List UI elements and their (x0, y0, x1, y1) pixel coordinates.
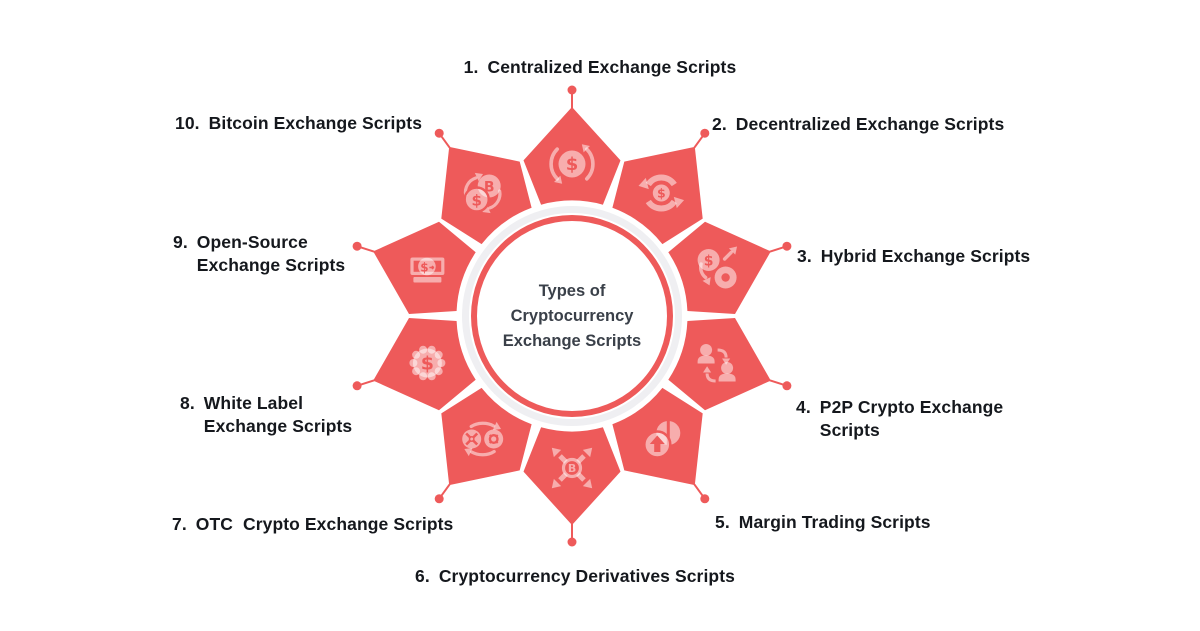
decentralized-swap-cycle-icon: $ (638, 174, 685, 212)
connector-dot (567, 85, 577, 95)
svg-text:$: $ (471, 192, 481, 210)
label-text: P2P Crypto Exchange Scripts (819, 397, 1004, 440)
label-text: Hybrid Exchange Scripts (820, 246, 1031, 266)
svg-text:$: $ (421, 353, 434, 375)
connector-dot (434, 128, 444, 138)
label-number: 6. (415, 566, 430, 586)
center-circle (471, 215, 673, 417)
label-10-bitcoin: 10. Bitcoin Exchange Scripts (175, 112, 422, 135)
label-number: 2. (712, 114, 727, 134)
label-text: OTC Crypto Exchange Scripts (195, 514, 454, 534)
label-text: Decentralized Exchange Scripts (735, 114, 1005, 134)
label-text: Open-Source Exchange Scripts (196, 232, 346, 275)
center-title-line: Types of (538, 282, 606, 300)
label-3-hybrid: 3. Hybrid Exchange Scripts (797, 245, 1030, 268)
otc-coins-cycle-icon (462, 421, 504, 457)
label-number: 4. (796, 397, 811, 417)
white-label-badge-dollar-icon: $ (409, 345, 446, 381)
bitcoin-dollar-coins-icon: B $ (463, 172, 502, 214)
connector-dot (700, 494, 710, 504)
connector-line (693, 483, 704, 497)
connector-line (360, 379, 375, 386)
label-7-otc: 7. OTC Crypto Exchange Scripts (172, 513, 453, 536)
label-number: 8. (180, 393, 195, 413)
svg-text:$: $ (704, 254, 714, 270)
label-text: Margin Trading Scripts (738, 512, 931, 532)
label-number: 3. (797, 246, 812, 266)
svg-text:$: $ (420, 261, 428, 275)
hybrid-coin-swap-icon: $ (697, 246, 738, 289)
label-number: 7. (172, 514, 187, 534)
label-5-margin: 5. Margin Trading Scripts (715, 511, 931, 534)
label-number: 5. (715, 512, 730, 532)
label-8-white-label: 8. White Label Exchange Scripts (180, 392, 352, 438)
petal-3 (668, 221, 771, 314)
label-text: Bitcoin Exchange Scripts (208, 113, 423, 133)
label-number: 10. (175, 113, 200, 133)
svg-text:$: $ (566, 154, 579, 175)
derivatives-spread-arrows-icon: B (551, 447, 593, 489)
connector-dot (567, 537, 577, 547)
label-text: Cryptocurrency Derivatives Scripts (438, 566, 735, 586)
connector-dot (434, 494, 444, 504)
label-text: Centralized Exchange Scripts (487, 57, 737, 77)
label-9-open-source: 9. Open-Source Exchange Scripts (173, 231, 345, 277)
svg-text:B: B (484, 180, 495, 196)
connector-line (693, 135, 704, 149)
margin-up-arrow-coin-icon (643, 420, 681, 459)
connector-line (440, 135, 451, 149)
label-number: 1. (463, 57, 479, 77)
connector-line (769, 379, 784, 386)
svg-text:$: $ (657, 186, 666, 201)
centralized-dollar-cycle-icon: $ (549, 144, 595, 184)
connector-dot (352, 381, 362, 391)
connector-dot (782, 241, 792, 251)
connector-line (440, 483, 451, 497)
diagram-center-title: Types of Cryptocurrency Exchange Scripts (472, 279, 672, 354)
open-source-banknote-icon: $ (410, 257, 445, 283)
connector-dot (782, 381, 792, 391)
connector-line (360, 246, 375, 253)
label-text: White Label Exchange Scripts (203, 393, 353, 436)
label-number: 9. (173, 232, 188, 252)
svg-text:B: B (568, 462, 576, 475)
center-title-line: Cryptocurrency (510, 307, 634, 325)
label-1-centralized: 1. Centralized Exchange Scripts (440, 56, 760, 79)
p2p-users-exchange-icon (697, 344, 736, 383)
label-2-decentralized: 2. Decentralized Exchange Scripts (712, 113, 1004, 136)
connector-dot (352, 241, 362, 251)
center-title-line: Exchange Scripts (502, 332, 642, 350)
connector-line (769, 246, 784, 253)
label-4-p2p: 4. P2P Crypto Exchange Scripts (796, 396, 1003, 442)
petal-4 (668, 318, 771, 411)
connector-dot (700, 128, 710, 138)
label-6-derivatives: 6. Cryptocurrency Derivatives Scripts (385, 565, 765, 588)
